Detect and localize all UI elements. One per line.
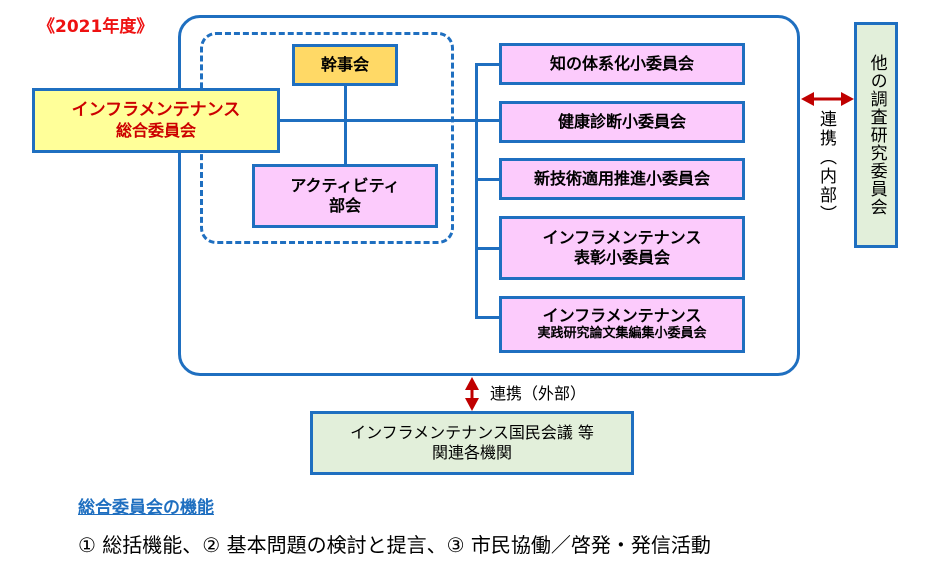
general-committee-line2: 総合委員会: [115, 121, 196, 141]
general-committee-line1: インフラメンテナンス: [71, 99, 241, 120]
connector-sc1: [475, 63, 500, 66]
internal-link-arrow-icon: [801, 92, 854, 106]
activity-section-line2: 部会: [328, 196, 361, 215]
subcommittee-label: 新技術適用推進小委員会: [533, 169, 710, 188]
subcommittee-box: インフラメンテナンス 実践研究論文集編集小委員会: [499, 296, 745, 353]
activity-section-box: アクティビティ 部会: [252, 164, 438, 228]
subcommittee-box: 新技術適用推進小委員会: [499, 158, 745, 200]
other-committees-box: 他の調査研究委員会: [854, 22, 898, 248]
subcommittee-box: 知の体系化小委員会: [499, 43, 745, 85]
subcommittee-box: インフラメンテナンス 表彰小委員会: [499, 216, 745, 280]
activity-section-line1: アクティビティ: [290, 176, 400, 195]
national-council-line2: 関連各機関: [431, 443, 512, 462]
subcommittee-label-line2: 表彰小委員会: [573, 248, 670, 267]
subcommittee-label: 知の体系化小委員会: [549, 54, 694, 73]
national-council-box: インフラメンテナンス国民会議 等 関連各機関: [310, 411, 634, 475]
external-link-label: 連携（外部）: [490, 384, 587, 403]
internal-link-label: 連携（内部）: [816, 110, 836, 224]
functions-title: 総合委員会の機能: [78, 498, 214, 518]
general-committee-box: インフラメンテナンス 総合委員会: [32, 88, 280, 153]
functions-text: ① 総括機能、② 基本問題の検討と提言、③ 市民協働／啓発・発信活動: [78, 533, 711, 557]
subcommittee-label-line1: インフラメンテナンス: [542, 306, 702, 326]
connector-sc5: [475, 316, 500, 319]
fiscal-year-label: 《2021年度》: [38, 17, 154, 37]
external-link-arrow-icon: [465, 377, 479, 411]
secretariat-label: 幹事会: [320, 55, 369, 74]
subcommittee-box: 健康診断小委員会: [499, 101, 745, 143]
connector-subcommittee-trunk: [475, 63, 478, 318]
connector-sc4: [475, 247, 500, 250]
secretariat-box: 幹事会: [292, 44, 398, 86]
connector-sc3: [475, 178, 500, 181]
subcommittee-label: 健康診断小委員会: [557, 112, 686, 131]
connector-main-horizontal: [280, 119, 500, 122]
connector-secretariat-vertical: [344, 86, 347, 164]
subcommittee-label-line2: 実践研究論文集編集小委員会: [537, 326, 707, 342]
national-council-line1: インフラメンテナンス国民会議 等: [350, 423, 594, 442]
other-committees-label: 他の調査研究委員会: [866, 54, 887, 216]
subcommittee-label-line1: インフラメンテナンス: [542, 228, 702, 247]
committee-frame: [178, 15, 800, 376]
